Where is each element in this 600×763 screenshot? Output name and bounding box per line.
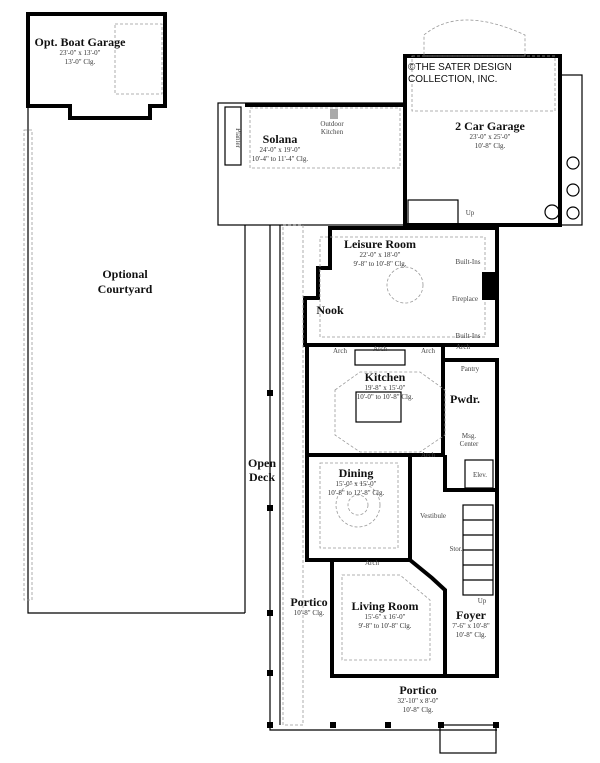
- dining-ceiling: 10'-8" to 12'-8" Clg.: [328, 489, 385, 497]
- garage-ceiling: 10'-8" Clg.: [475, 142, 506, 150]
- leisure-room-size: 22'-0" x 18'-0": [360, 251, 401, 259]
- leisure-room-label: Leisure Room: [344, 237, 416, 251]
- pantry-label: Pantry: [461, 365, 480, 373]
- living-room-ceiling: 9'-8" to 10'-8" Clg.: [359, 622, 412, 630]
- foyer-size: 7'-6" x 10'-8": [452, 622, 490, 630]
- foyer-label: Foyer: [456, 608, 487, 622]
- solana-label: Solana: [263, 132, 298, 146]
- courtyard-wall: [23, 129, 33, 601]
- garage-label: 2 Car Garage: [455, 119, 525, 133]
- front-portico-size: 32'-10" x 8'-0": [398, 697, 439, 705]
- front-portico-ceiling: 10'-8" Clg.: [403, 706, 434, 714]
- boat-garage-size: 23'-0" x 13'-0": [60, 49, 101, 57]
- garage-stair-up-label: Up: [466, 209, 475, 217]
- garage-size: 23'-0" x 25'-0": [470, 133, 511, 141]
- foyer-ceiling: 10'-8" Clg.: [456, 631, 487, 639]
- courtyard-label-2: Courtyard: [98, 282, 153, 296]
- open-deck-label: Open: [248, 456, 276, 470]
- hvac-unit-icon: [566, 156, 580, 170]
- powder-room-label: Pwdr.: [450, 392, 480, 406]
- arch-label: Arch: [456, 343, 470, 351]
- fireplace-label: Fireplace: [452, 295, 478, 303]
- house-walls: [303, 226, 499, 347]
- solana-outline: [217, 102, 406, 226]
- planter-label: Planter: [234, 128, 242, 148]
- fireplace-icon: [482, 272, 497, 300]
- boat-garage-walls: [26, 12, 167, 120]
- solana-size: 24'-0" x 19'-0": [260, 146, 301, 154]
- elevator: [464, 459, 494, 489]
- living-room-size: 15'-6" x 16'-0": [365, 613, 406, 621]
- dining-size: 15'-0" x 15'-0": [336, 480, 377, 488]
- grill-icon: [330, 109, 338, 119]
- stairs: [463, 519, 493, 581]
- arch-label: Arch: [373, 345, 387, 353]
- msg-center-label: Msg.: [462, 432, 476, 440]
- courtyard-label: Optional: [102, 267, 148, 281]
- stair-up-label: Up: [478, 597, 487, 605]
- boat-garage-ceiling: 13'-0" Clg.: [65, 58, 96, 66]
- kitchen-ceiling: 10'-0" to 10'-8" Clg.: [357, 393, 414, 401]
- outdoor-kitchen-label-2: Kitchen: [321, 128, 344, 136]
- arch-label: Arch: [365, 559, 379, 567]
- boat-garage-label: Opt. Boat Garage: [35, 35, 127, 49]
- copyright-line-2: COLLECTION, INC.: [408, 74, 497, 85]
- arch-label: Arch: [333, 347, 347, 355]
- side-portico-label: Portico: [290, 595, 327, 609]
- hvac-unit-icon: [566, 183, 580, 197]
- built-ins-label: Built-Ins: [456, 258, 481, 266]
- living-room-label: Living Room: [351, 599, 418, 613]
- dining-label: Dining: [339, 466, 374, 480]
- front-portico-label: Portico: [399, 683, 436, 697]
- leisure-room-ceiling: 9'-8" to 10'-8" Clg.: [354, 260, 407, 268]
- built-ins-label-2: Built-Ins: [456, 332, 481, 340]
- storage-label: Stor.: [449, 545, 462, 553]
- courtyard-outline: [27, 106, 245, 614]
- msg-center-label-2: Center: [460, 440, 479, 448]
- copyright-line-1: ©THE SATER DESIGN: [408, 62, 512, 73]
- nook-label: Nook: [316, 303, 344, 317]
- open-deck-label-2: Deck: [249, 470, 275, 484]
- elevator-label: Elev.: [473, 471, 487, 479]
- arch-label: Arch: [421, 451, 435, 459]
- front-steps: [439, 724, 497, 754]
- arch-label: Arch: [421, 347, 435, 355]
- kitchen-label: Kitchen: [365, 370, 406, 384]
- side-portico-ceiling: 10'-8" Clg.: [294, 609, 325, 617]
- vestibule-label: Vestibule: [420, 512, 446, 520]
- planter-box: [224, 106, 242, 166]
- outdoor-kitchen-label: Outdoor: [320, 120, 344, 128]
- boat-garage-door: [114, 23, 163, 95]
- kitchen-size: 19'-8" x 15'-0": [365, 384, 406, 392]
- solana-ceiling: 10'-4" to 11'-4" Clg.: [252, 155, 308, 163]
- hvac-unit-icon: [566, 206, 580, 220]
